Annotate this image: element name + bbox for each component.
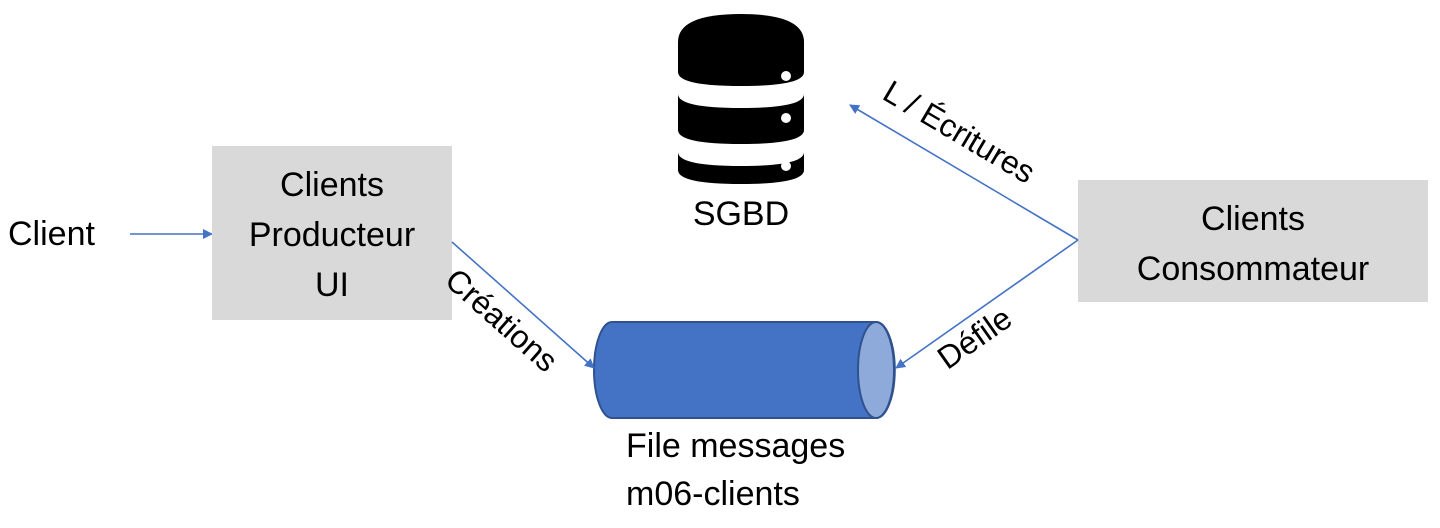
producer-box-line2: Producteur: [249, 216, 415, 254]
cylinder-queue-icon: [593, 321, 896, 419]
arrow-producer-to-queue: [451, 241, 595, 369]
consumer-box-line1: Clients: [1201, 200, 1305, 238]
producer-box: Clients Producteur UI: [212, 146, 452, 320]
database-icon: [678, 14, 804, 184]
database-label: SGBD: [693, 195, 789, 233]
edge-label-rw: L / Écritures: [877, 73, 1041, 190]
edge-label-creations: Créations: [439, 261, 565, 379]
arrow-consumer-to-database: [849, 104, 1079, 241]
queue-label-line1: File messages: [626, 427, 845, 465]
consumer-box: Clients Consommateur: [1078, 180, 1428, 302]
producer-box-line1: Clients: [280, 166, 384, 204]
consumer-box-rect: [1078, 180, 1428, 302]
producer-box-line3: UI: [315, 266, 349, 304]
edge-label-defile: Défile: [931, 300, 1019, 376]
producer-box-rect: [212, 146, 452, 320]
client-label: Client: [8, 215, 95, 253]
consumer-box-line2: Consommateur: [1137, 250, 1369, 288]
arrow-consumer-to-queue: [895, 239, 1079, 369]
queue-label-line2: m06-clients: [626, 475, 800, 513]
